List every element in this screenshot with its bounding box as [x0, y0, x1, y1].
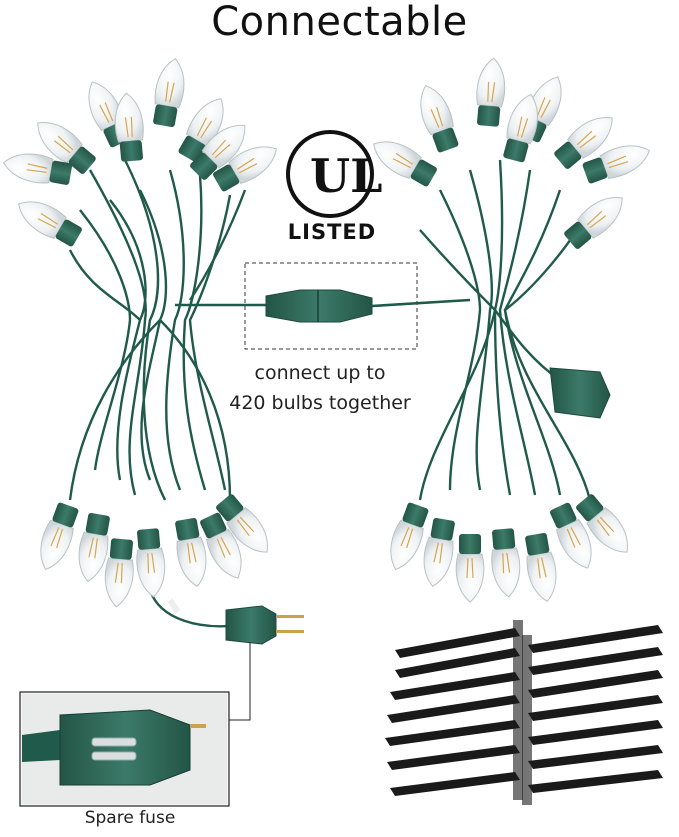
caption-line-1: connect up to	[254, 362, 386, 384]
center-connector	[244, 262, 471, 350]
end-socket	[549, 367, 611, 419]
ul-listed-logo: UL	[286, 130, 382, 218]
right-bottom-bulbs	[382, 490, 639, 605]
ul-mark: UL	[310, 149, 382, 203]
ul-listed-label: LISTED	[287, 220, 377, 244]
right-wire-bundle	[418, 159, 592, 501]
left-top-bulbs	[0, 55, 284, 251]
left-bottom-bulbs	[32, 490, 279, 609]
connect-caption: connect up to 420 bulbs together	[215, 358, 425, 418]
right-top-bulbs	[366, 56, 655, 253]
product-title: Connectable	[211, 0, 468, 45]
caption-line-2: 420 bulbs together	[229, 392, 411, 414]
power-plug	[167, 598, 304, 721]
spare-fuse-inset	[19, 691, 230, 807]
left-wire-bundle	[68, 159, 247, 628]
ground-stakes	[385, 620, 663, 805]
spare-fuse-label: Spare fuse	[84, 808, 176, 828]
